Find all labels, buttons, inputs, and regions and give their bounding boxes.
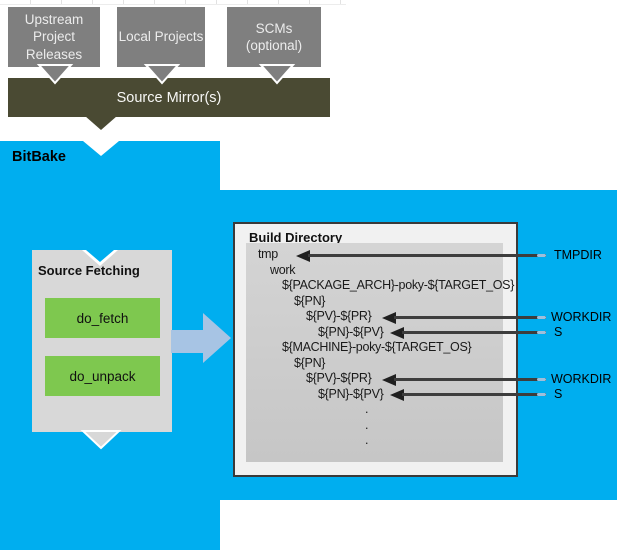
scms-box: SCMs (optional) (227, 7, 321, 67)
upstream-project-releases-box: Upstream Project Releases (8, 7, 100, 67)
upstream-project-releases-label: Upstream Project Releases (24, 12, 84, 62)
tree-item-package-arch: ${PACKAGE_ARCH}-poky-${TARGET_OS} (282, 278, 515, 292)
tree-item-work: work (270, 262, 296, 277)
s-arrowhead-icon (390, 327, 404, 339)
tree-item-pn-2: ${PN} (294, 355, 326, 370)
do-fetch-label: do_fetch (76, 310, 129, 326)
tree-item-pn-pv-2: ${PN}-${PV} (318, 386, 384, 401)
build-directory-title: Build Directory (249, 230, 343, 245)
workdir-arrow-cap (537, 316, 546, 319)
source-fetching-title: Source Fetching (38, 263, 140, 278)
directory-tree: tmp work ${PACKAGE_ARCH}-poky-${TARGET_O… (246, 247, 515, 449)
tree-item-ellipsis: . (365, 417, 369, 432)
flow-arrow-icon (171, 313, 231, 363)
bitbake-label: BitBake (12, 149, 66, 165)
tree-item-pv-pr: ${PV}-${PR} (306, 309, 372, 323)
s2-label: S (554, 387, 563, 401)
scms-tail-icon (258, 64, 296, 85)
background-gridline-horizontal (0, 4, 346, 5)
bitbake-top-notch (83, 141, 119, 156)
s-label: S (554, 325, 563, 339)
workdir2-arrow-line (394, 378, 546, 381)
tree-item-pv-pr-2: ${PV}-${PR} (306, 371, 372, 385)
source-fetching-box: Source Fetching do_fetch do_unpack (32, 250, 172, 432)
tree-item-pn: ${PN} (294, 293, 326, 308)
s2-arrow-line (402, 393, 546, 396)
do-unpack-task: do_unpack (45, 356, 160, 396)
scms-label: SCMs (optional) (245, 20, 303, 53)
do-unpack-label: do_unpack (69, 368, 136, 384)
workdir2-label: WORKDIR (551, 372, 612, 386)
workdir-arrow-line (394, 316, 546, 319)
s-arrow-cap (537, 331, 546, 334)
tree-item-ellipsis: . (365, 433, 369, 447)
background-gridlines (0, 0, 346, 5)
workdir-arrowhead-icon (382, 312, 396, 324)
s2-arrow-cap (537, 393, 546, 396)
workdir2-arrow-cap (537, 378, 546, 381)
tmpdir-label: TMPDIR (554, 248, 602, 262)
upstream-box-tail-icon (36, 64, 74, 85)
local-projects-tail-icon (143, 64, 181, 85)
tree-item-machine: ${MACHINE}-poky-${TARGET_OS} (282, 340, 472, 354)
source-fetching-tail-icon (80, 430, 122, 450)
s-arrow-line (402, 331, 546, 334)
workdir2-arrowhead-icon (382, 374, 396, 386)
tree-item-tmp: tmp (258, 247, 278, 261)
local-projects-label: Local Projects (118, 29, 204, 45)
workdir-label: WORKDIR (551, 310, 612, 324)
source-fetching-notch-arrow-icon (86, 250, 114, 262)
tmpdir-arrowhead-icon (296, 250, 310, 262)
source-mirror-tail-icon (85, 116, 117, 130)
build-directory-panel (246, 243, 503, 462)
build-directory-box: Build Directory (233, 222, 518, 477)
tmpdir-arrow-line (308, 254, 546, 257)
do-fetch-task: do_fetch (45, 298, 160, 338)
source-mirrors-label: Source Mirror(s) (116, 89, 222, 106)
tmpdir-arrow-cap (537, 254, 546, 257)
tree-item-pn-pv: ${PN}-${PV} (318, 324, 384, 339)
local-projects-box: Local Projects (117, 7, 205, 67)
s2-arrowhead-icon (390, 389, 404, 401)
tree-item-ellipsis: . (365, 402, 369, 416)
source-mirrors-box: Source Mirror(s) (8, 78, 330, 117)
